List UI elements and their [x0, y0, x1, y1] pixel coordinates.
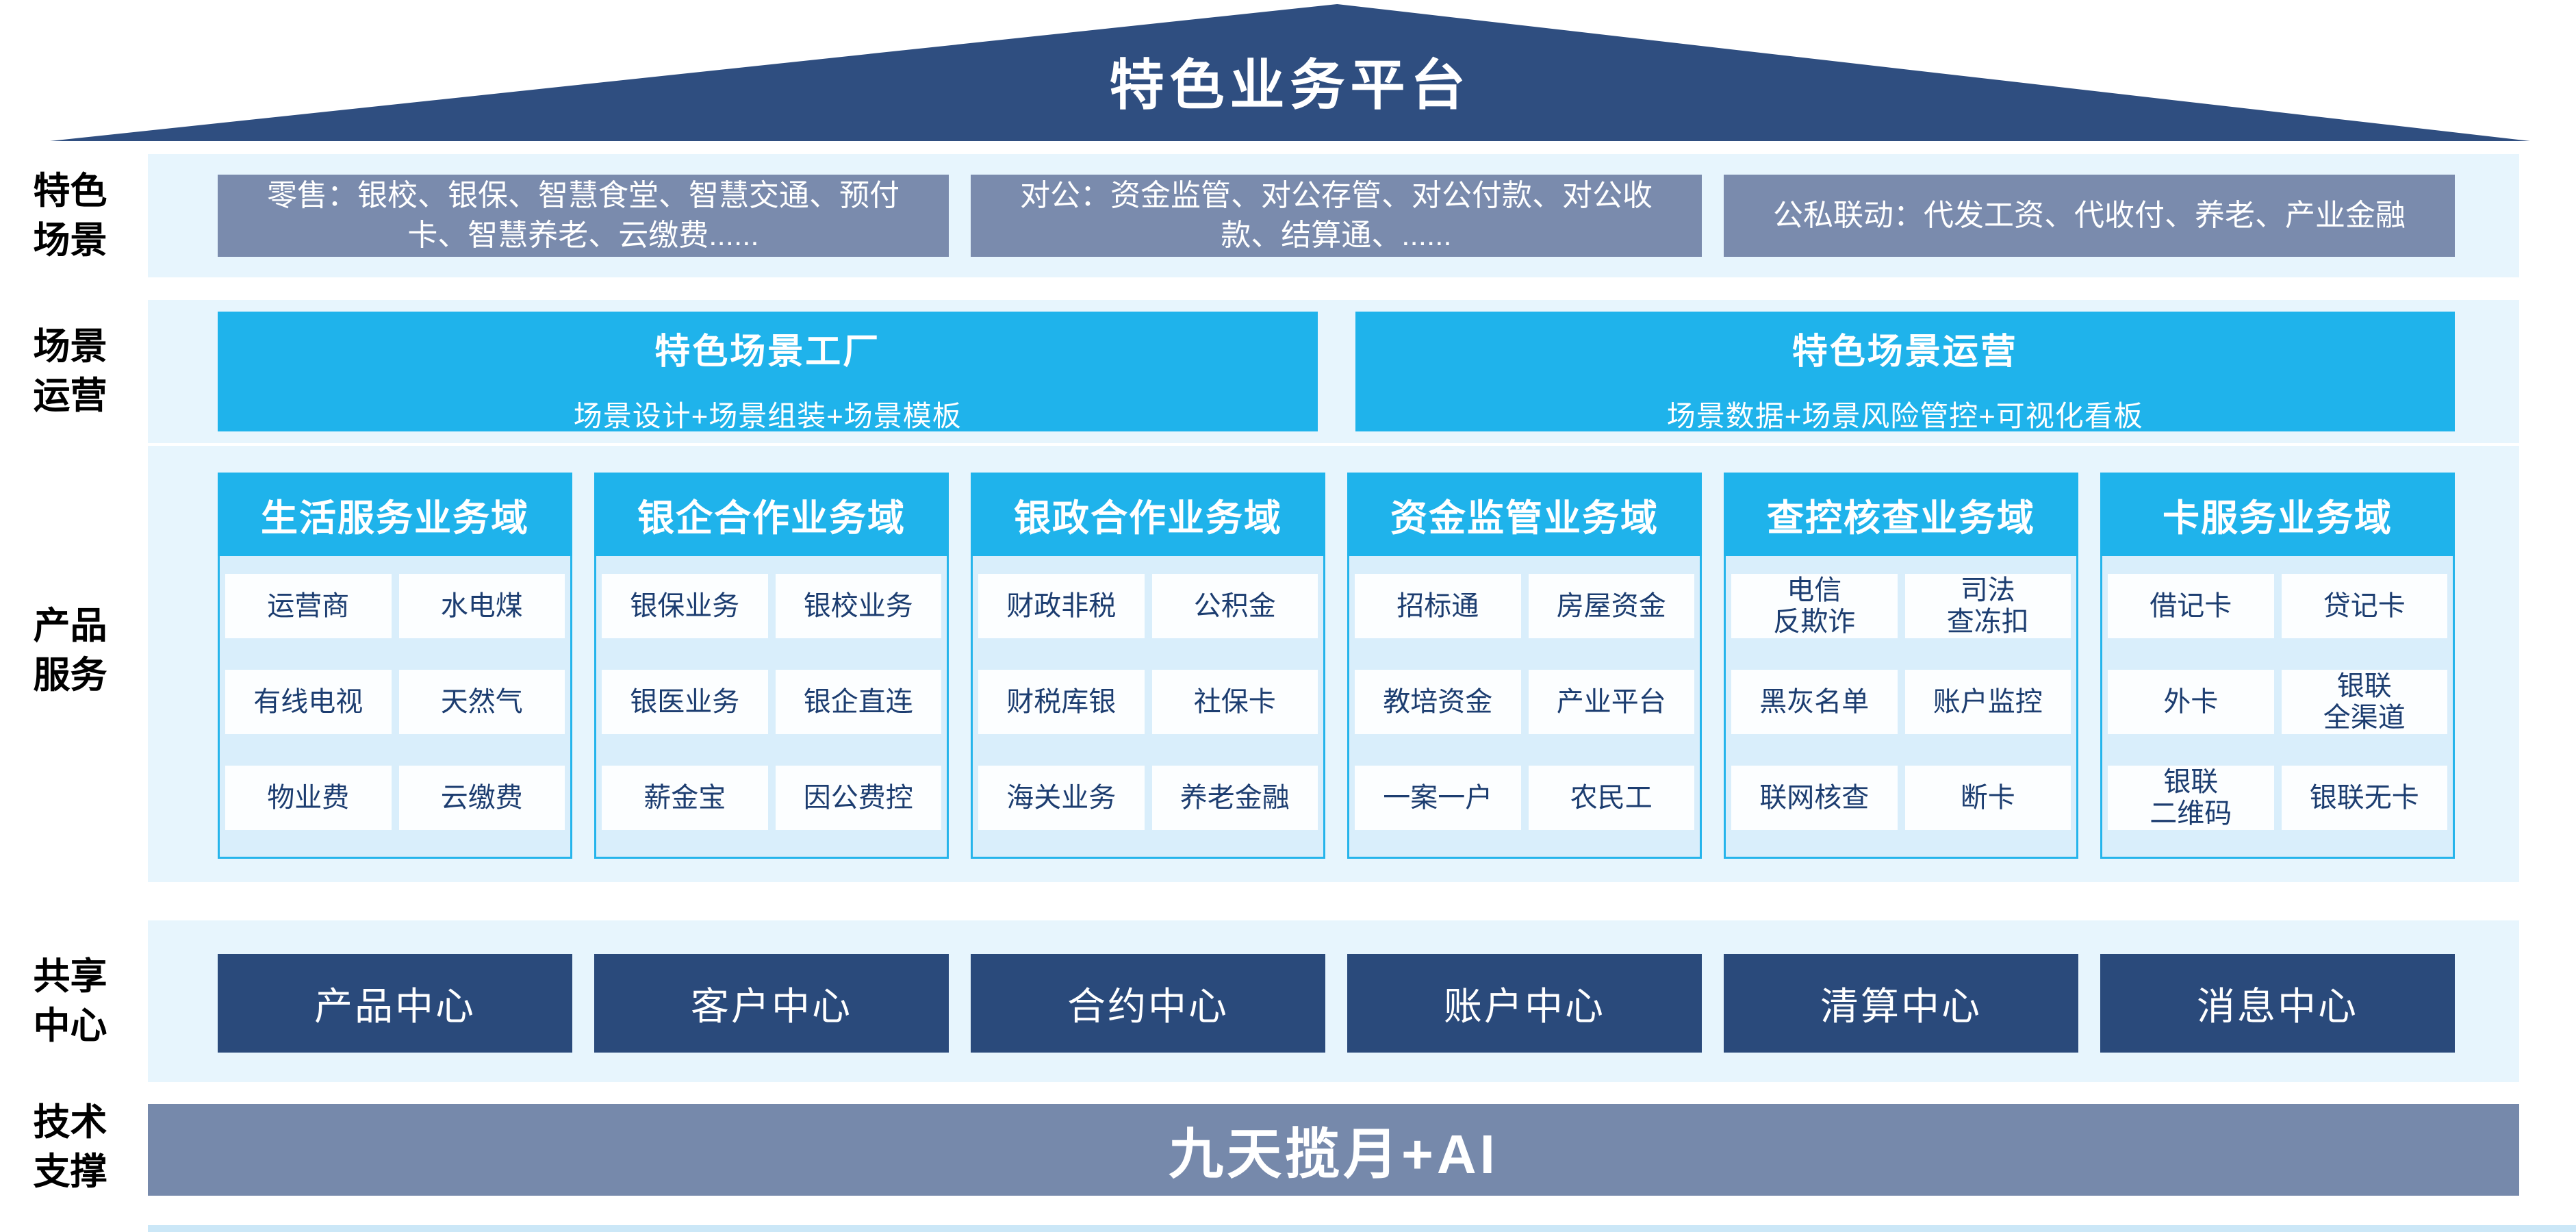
product-column-header: 卡服务业务域	[2100, 473, 2455, 556]
product-column-bank-enterprise: 银企合作业务域 银保业务 银校业务 银医业务 银企直连 薪金宝 因公费控	[594, 473, 949, 882]
scene-box-public-private: 公私联动：代发工资、代收付、养老、产业金融	[1724, 175, 2455, 257]
product-column-body: 电信 反欺诈 司法 查冻扣 黑灰名单 账户监控 联网核查 断卡	[1724, 556, 2078, 859]
product-column-bank-government: 银政合作业务域 财政非税 公积金 财税库银 社保卡 海关业务 养老金融	[971, 473, 1325, 882]
product-column-header: 生活服务业务域	[218, 473, 572, 556]
product-cell: 公积金	[1151, 574, 1318, 638]
product-cell: 水电煤	[398, 574, 565, 638]
product-cell: 银企直连	[775, 670, 941, 734]
share-box-message-center: 消息中心	[2100, 954, 2455, 1053]
product-cell: 招标通	[1355, 574, 1521, 638]
bottom-edge-strip	[148, 1225, 2576, 1232]
product-cell: 财政非税	[978, 574, 1145, 638]
product-cell: 房屋资金	[1528, 574, 1694, 638]
product-cell: 银联无卡	[2281, 766, 2447, 830]
product-cell: 断卡	[1904, 766, 2071, 830]
product-cell: 云缴费	[398, 766, 565, 830]
product-cell: 社保卡	[1151, 670, 1318, 734]
product-cell: 农民工	[1528, 766, 1694, 830]
ops-box-scene-factory: 特色场景工厂 场景设计+场景组装+场景模板	[218, 312, 1318, 432]
scene-box-retail: 零售：银校、银保、智慧食堂、智慧交通、预付卡、智慧养老、云缴费......	[218, 175, 949, 257]
row-label-operations: 场景 运营	[33, 326, 107, 416]
product-cell: 有线电视	[225, 670, 392, 734]
product-cell: 银联 二维码	[2108, 766, 2274, 830]
product-cell: 联网核查	[1731, 766, 1898, 830]
product-cell: 海关业务	[978, 766, 1145, 830]
product-cell: 财税库银	[978, 670, 1145, 734]
ops-box-title: 特色场景运营	[1791, 332, 2018, 372]
product-cell: 产业平台	[1528, 670, 1694, 734]
share-box-customer-center: 客户中心	[594, 954, 949, 1053]
product-cell: 借记卡	[2108, 574, 2274, 638]
share-box-product-center: 产品中心	[218, 954, 572, 1053]
band-products: 生活服务业务域 运营商 水电煤 有线电视 天然气 物业费 云缴费 银企合作业务域	[148, 446, 2519, 882]
product-column-header: 银政合作业务域	[971, 473, 1325, 556]
band-share-centers: 产品中心 客户中心 合约中心 账户中心 清算中心 消息中心	[148, 920, 2519, 1082]
product-cell: 因公费控	[775, 766, 941, 830]
product-cell: 养老金融	[1151, 766, 1318, 830]
product-column-body: 财政非税 公积金 财税库银 社保卡 海关业务 养老金融	[971, 556, 1325, 859]
product-cell: 一案一户	[1355, 766, 1521, 830]
product-column-body: 借记卡 贷记卡 外卡 银联 全渠道 银联 二维码 银联无卡	[2100, 556, 2455, 859]
product-cell: 贷记卡	[2281, 574, 2447, 638]
product-cell: 账户监控	[1904, 670, 2071, 734]
product-cell: 运营商	[225, 574, 392, 638]
product-column-body: 招标通 房屋资金 教培资金 产业平台 一案一户 农民工	[1347, 556, 1702, 859]
share-box-contract-center: 合约中心	[971, 954, 1325, 1053]
product-cell: 天然气	[398, 670, 565, 734]
row-label-share: 共享 中心	[33, 956, 107, 1046]
product-column-card-service: 卡服务业务域 借记卡 贷记卡 外卡 银联 全渠道 银联 二维码 银联无卡	[2100, 473, 2455, 882]
ops-box-scene-operation: 特色场景运营 场景数据+场景风险管控+可视化看板	[1355, 312, 2455, 432]
row-label-products: 产品 服务	[33, 605, 107, 696]
product-column-body: 运营商 水电煤 有线电视 天然气 物业费 云缴费	[218, 556, 572, 859]
product-column-fund-supervision: 资金监管业务域 招标通 房屋资金 教培资金 产业平台 一案一户 农民工	[1347, 473, 1702, 882]
band-scenes: 零售：银校、银保、智慧食堂、智慧交通、预付卡、智慧养老、云缴费...... 对公…	[148, 154, 2519, 277]
row-label-scenes: 特色 场景	[33, 171, 107, 261]
product-cell: 黑灰名单	[1731, 670, 1898, 734]
product-column-header: 银企合作业务域	[594, 473, 949, 556]
product-cell: 物业费	[225, 766, 392, 830]
product-cell: 电信 反欺诈	[1731, 574, 1898, 638]
product-cell: 教培资金	[1355, 670, 1521, 734]
product-column-check-verification: 查控核查业务域 电信 反欺诈 司法 查冻扣 黑灰名单 账户监控 联网核查 断卡	[1724, 473, 2078, 882]
product-cell: 银校业务	[775, 574, 941, 638]
scene-box-corporate: 对公：资金监管、对公存管、对公付款、对公收款、结算通、......	[971, 175, 1702, 257]
ops-box-subtitle: 场景数据+场景风险管控+可视化看板	[1666, 400, 2143, 432]
product-column-header: 资金监管业务域	[1347, 473, 1702, 556]
product-cell: 司法 查冻扣	[1904, 574, 2071, 638]
ops-box-subtitle: 场景设计+场景组装+场景模板	[573, 400, 962, 432]
product-cell: 薪金宝	[602, 766, 768, 830]
row-label-tech: 技术 支撑	[33, 1102, 107, 1192]
product-cell: 银保业务	[602, 574, 768, 638]
page-title: 特色业务平台	[1109, 55, 1471, 116]
product-column-body: 银保业务 银校业务 银医业务 银企直连 薪金宝 因公费控	[594, 556, 949, 859]
product-cell: 银联 全渠道	[2281, 670, 2447, 734]
roof-banner: 特色业务平台	[50, 4, 2530, 141]
tech-support-bar: 九天揽月+AI	[148, 1104, 2519, 1196]
product-cell: 外卡	[2108, 670, 2274, 734]
band-operations: 特色场景工厂 场景设计+场景组装+场景模板 特色场景运营 场景数据+场景风险管控…	[148, 300, 2519, 443]
product-cell: 银医业务	[602, 670, 768, 734]
ops-box-title: 特色场景工厂	[654, 332, 881, 372]
share-box-account-center: 账户中心	[1347, 954, 1702, 1053]
share-box-clearing-center: 清算中心	[1724, 954, 2078, 1053]
product-column-header: 查控核查业务域	[1724, 473, 2078, 556]
product-column-life-service: 生活服务业务域 运营商 水电煤 有线电视 天然气 物业费 云缴费	[218, 473, 572, 882]
